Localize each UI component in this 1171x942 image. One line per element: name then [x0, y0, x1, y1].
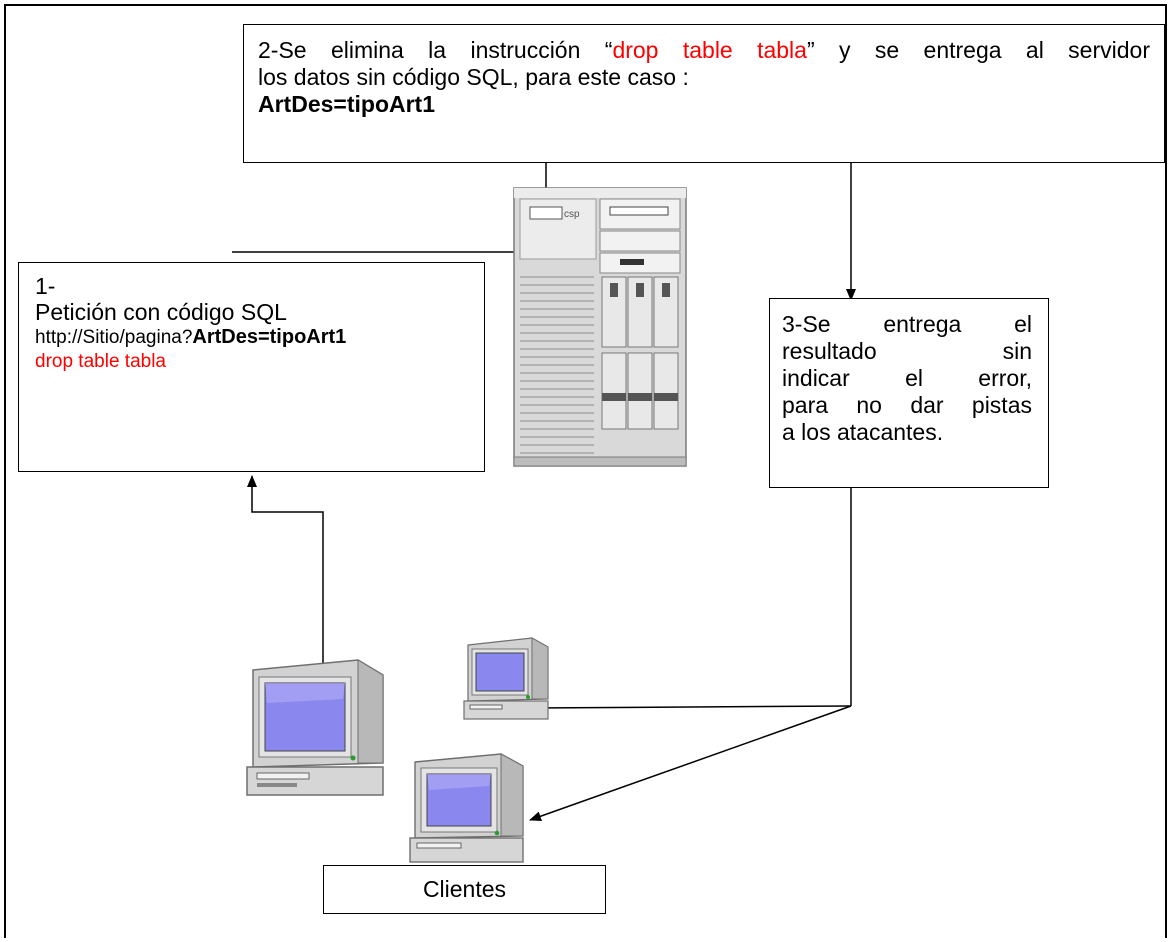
clients-label: Clientes	[422, 876, 507, 902]
step3-line: resultado sin	[782, 338, 1032, 364]
step2-line3: ArtDes=tipoArt1	[258, 91, 1150, 118]
arrow-client-to-request	[247, 475, 324, 667]
step1-url: http://Sitio/pagina?ArtDes=tipoArt1	[35, 325, 468, 350]
server-tower-icon: csp	[513, 187, 687, 467]
step2-highlight: drop table tabla	[612, 37, 807, 63]
step3-line: a los atacantes.	[782, 419, 944, 445]
step3-line: indicar el error,	[782, 365, 1032, 391]
svg-text:csp: csp	[564, 209, 580, 220]
step1-title: Petición con código SQL	[35, 299, 287, 325]
step1-url-param: ArtDes=tipoArt1	[192, 326, 347, 348]
step3-line: para no dar pistas	[782, 392, 1032, 418]
diagram-frame	[4, 4, 1167, 938]
step1-injection: drop table tabla	[35, 351, 166, 372]
step2-data-bold: ArtDes=tipoArt1	[258, 91, 436, 117]
client-computer-small-icon	[463, 637, 549, 720]
step1-box: 1- Petición con código SQL http://Sitio/…	[18, 262, 485, 472]
arrow-to-client-medium	[529, 705, 852, 822]
step2-line1-text: 2-Se elimina la instrucción “	[258, 37, 613, 63]
step2-line1-end: ” y se entrega al servidor	[806, 37, 1150, 63]
step2-line2: los datos sin código SQL, para este caso…	[258, 64, 689, 90]
client-computer-medium-icon	[409, 753, 524, 863]
step3-line: 3-Se entrega el	[782, 311, 1032, 337]
step1-number: 1-	[35, 273, 56, 299]
step3-box: 3-Se entrega el resultado sin indicar el…	[769, 298, 1049, 488]
clients-label-box: Clientes	[323, 865, 606, 914]
arrow-to-client-small	[529, 702, 852, 713]
client-computer-large-icon	[246, 659, 384, 796]
step2-line1: 2-Se elimina la instrucción “drop table …	[258, 37, 1150, 64]
step2-box: 2-Se elimina la instrucción “drop table …	[243, 24, 1165, 163]
step1-url-prefix: http://Sitio/pagina?	[35, 327, 193, 348]
